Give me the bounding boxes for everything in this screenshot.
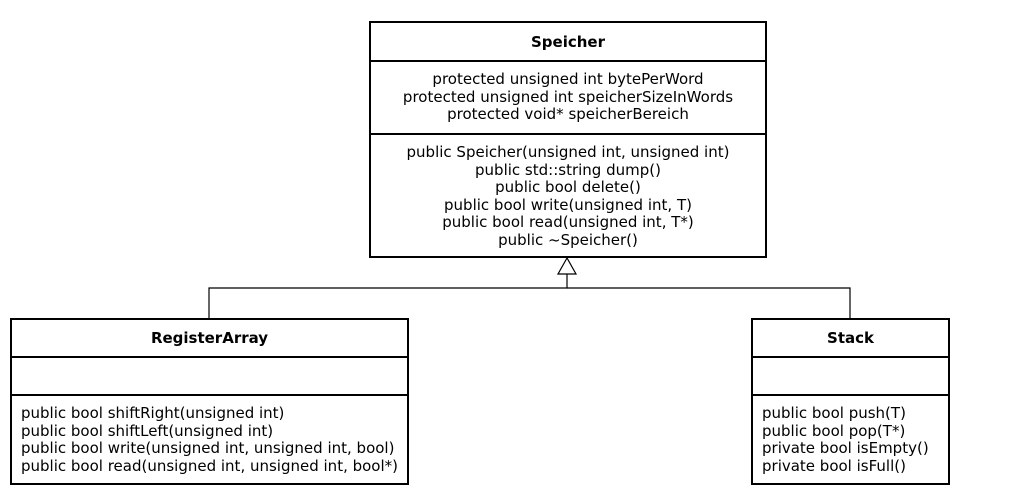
- operations-compartment: public Speicher(unsigned int, unsigned i…: [371, 135, 765, 256]
- class-speicher[interactable]: Speicher protected unsigned int bytePerW…: [369, 21, 767, 258]
- class-member: public bool push(T): [762, 404, 906, 422]
- class-member: public std::string dump(): [475, 160, 661, 179]
- operations-compartment: public bool shiftRight(unsigned int)publ…: [12, 396, 407, 483]
- class-member: public bool write(unsigned int, unsigned…: [21, 439, 395, 457]
- class-member: protected unsigned int bytePerWord: [432, 70, 704, 88]
- stack-generalization-line: [567, 287, 851, 318]
- class-member: public bool pop(T*): [762, 421, 906, 440]
- class-name: Stack: [753, 320, 948, 358]
- generalization-arrowhead: [556, 256, 578, 275]
- class-member: protected void* speicherBereich: [447, 105, 689, 123]
- attributes-compartment: [12, 358, 407, 396]
- class-member: public bool shiftRight(unsigned int): [21, 404, 285, 422]
- class-member: public bool read(unsigned int, unsigned …: [21, 456, 399, 475]
- class-member: public bool delete(): [495, 178, 641, 196]
- class-member: public bool shiftLeft(unsigned int): [21, 421, 274, 440]
- class-member: public bool write(unsigned int, T): [444, 195, 692, 214]
- operations-compartment: public bool push(T)public bool pop(T*)pr…: [753, 396, 948, 483]
- class-member: private bool isFull(): [762, 456, 906, 475]
- attributes-compartment: [753, 358, 948, 396]
- class-name: Speicher: [371, 23, 765, 62]
- class-registerarray[interactable]: RegisterArray public bool shiftRight(uns…: [10, 318, 409, 485]
- class-name: RegisterArray: [12, 320, 407, 358]
- class-stack[interactable]: Stack public bool push(T)public bool pop…: [751, 318, 950, 485]
- class-member: public Speicher(unsigned int, unsigned i…: [406, 143, 730, 161]
- class-member: private bool isEmpty(): [762, 439, 929, 457]
- class-member: public ~Speicher(): [498, 230, 638, 249]
- class-member: protected unsigned int speicherSizeInWor…: [402, 87, 734, 106]
- class-member: public bool read(unsigned int, T*): [442, 213, 694, 231]
- registerarray-generalization-line: [208, 274, 568, 318]
